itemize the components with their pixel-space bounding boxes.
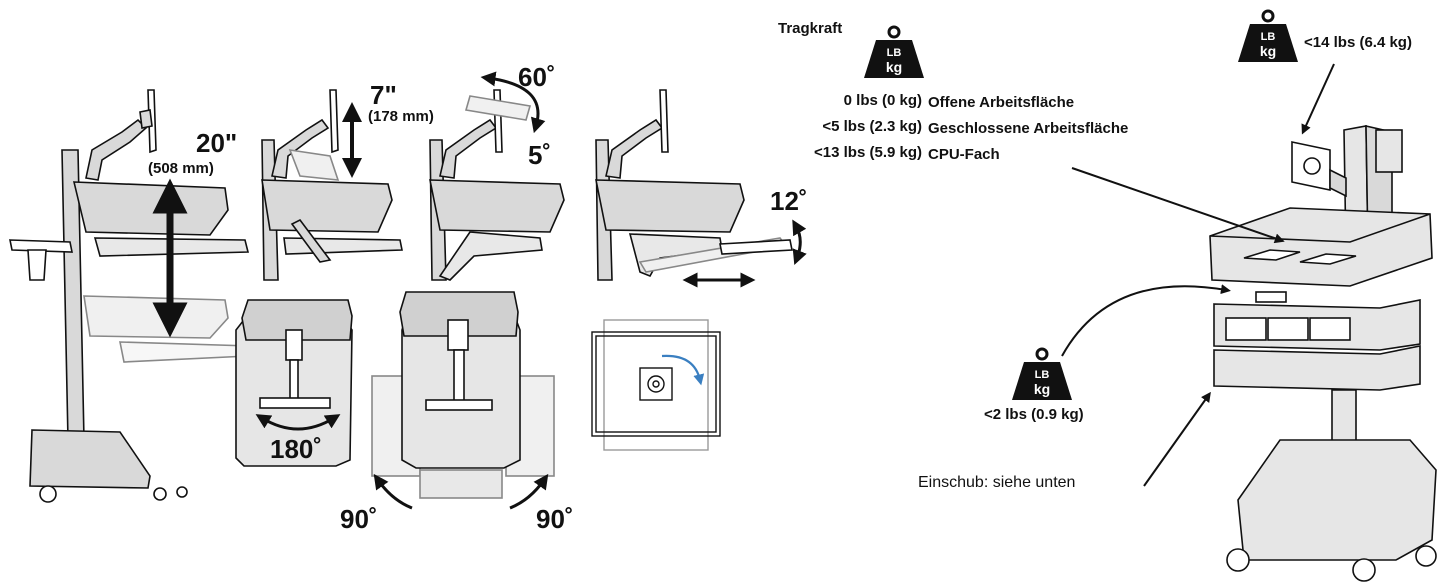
monitor-height-mm-label: (178 mm)	[368, 108, 434, 125]
load-row-cpu-label: CPU-Fach	[928, 146, 1000, 163]
svg-text:kg: kg	[1034, 381, 1050, 397]
tilt-arrow	[480, 71, 546, 134]
tilt-up-label: 60˚	[518, 62, 556, 92]
keyboard-tilt-arrow	[792, 219, 807, 265]
callout-line-insert	[1143, 391, 1211, 487]
weight-icon-load: LB kg	[864, 25, 924, 78]
keyboard-tilt-label: 12˚	[770, 186, 808, 216]
svg-text:kg: kg	[1260, 43, 1276, 59]
rotate-right-label: 90˚	[536, 504, 574, 534]
load-row-cpu-value: <13 lbs (5.9 kg)	[814, 144, 922, 161]
tilt-down-label: 5˚	[528, 140, 552, 170]
pivot-illustration	[591, 319, 721, 451]
svg-text:LB: LB	[1035, 369, 1050, 381]
load-title: Tragkraft	[778, 20, 843, 37]
load-row-closed-label: Geschlossene Arbeitsfläche	[928, 120, 1129, 137]
insert-callout-label: Einschub: siehe unten	[918, 474, 1076, 491]
callout-line-monitor	[1301, 63, 1335, 135]
monitor-tilt-illustration	[429, 89, 565, 281]
height-range-mm-label: (508 mm)	[148, 160, 214, 177]
swivel-label: 180˚	[270, 434, 323, 464]
svg-text:kg: kg	[886, 59, 902, 75]
swivel-arrow	[255, 414, 341, 431]
monitor-height-illustration	[261, 89, 403, 281]
load-row-closed-value: <5 lbs (2.3 kg)	[822, 118, 922, 135]
load-row-open-label: Offene Arbeitsfläche	[928, 94, 1075, 111]
load-row-open-value: 0 lbs (0 kg)	[843, 92, 922, 109]
callout-line-work-surface	[1071, 167, 1285, 244]
rotate-left-label: 90˚	[340, 504, 378, 534]
rotate-left-arrow	[373, 473, 413, 510]
weight-icon-monitor: LB kg	[1238, 9, 1298, 62]
pivot-arrow	[661, 354, 705, 386]
rotate-illustration	[371, 291, 555, 499]
svg-text:LB: LB	[887, 47, 902, 59]
weight-icon-drawer: LB kg	[1012, 347, 1072, 400]
keyboard-tilt-illustration	[595, 89, 793, 281]
rotate-right-arrow	[509, 473, 549, 510]
drawer-capacity-label: <2 lbs (0.9 kg)	[984, 406, 1084, 423]
cart-load-illustration	[1209, 124, 1437, 582]
monitor-capacity-label: <14 lbs (6.4 kg)	[1304, 34, 1412, 51]
svg-text:LB: LB	[1261, 31, 1276, 43]
height-range-label: 20"	[196, 128, 238, 158]
monitor-height-label: 7"	[370, 80, 397, 110]
callout-line-drawer	[1061, 284, 1231, 357]
